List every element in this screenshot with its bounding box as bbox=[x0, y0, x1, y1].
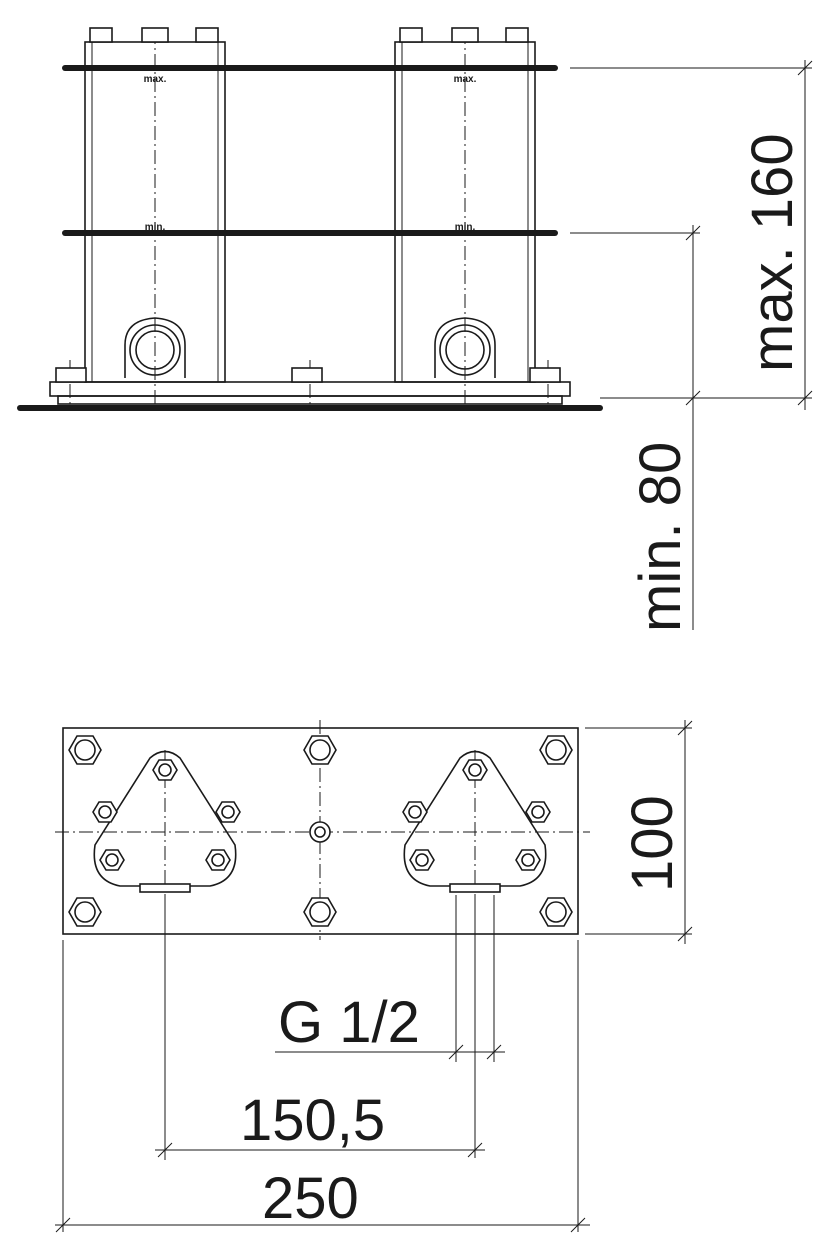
thread-dimension-label: G 1/2 bbox=[278, 990, 420, 1055]
right-max-marker: max. bbox=[454, 74, 477, 85]
min-depth-label: min. 80 bbox=[628, 442, 693, 632]
max-depth-label: max. 160 bbox=[740, 133, 805, 372]
right-valve-flange bbox=[402, 750, 551, 893]
side-view: max. max. min. min. max. 1 bbox=[17, 27, 813, 632]
width-dimension-label: 250 bbox=[262, 1166, 359, 1231]
right-valve-body bbox=[394, 27, 536, 405]
top-dimensions bbox=[55, 720, 693, 1233]
spacing-dimension-label: 150,5 bbox=[240, 1088, 385, 1153]
top-view: 100 G 1/2 150,5 250 bbox=[55, 720, 693, 1233]
left-max-marker: max. bbox=[144, 74, 167, 85]
left-valve-flange bbox=[92, 750, 241, 893]
base-plate bbox=[17, 360, 603, 411]
plate-bolts bbox=[68, 735, 573, 927]
side-dimensions bbox=[570, 60, 813, 630]
left-min-marker: min. bbox=[145, 222, 166, 233]
right-min-marker: min. bbox=[455, 222, 476, 233]
height-dimension-label: 100 bbox=[620, 795, 685, 892]
